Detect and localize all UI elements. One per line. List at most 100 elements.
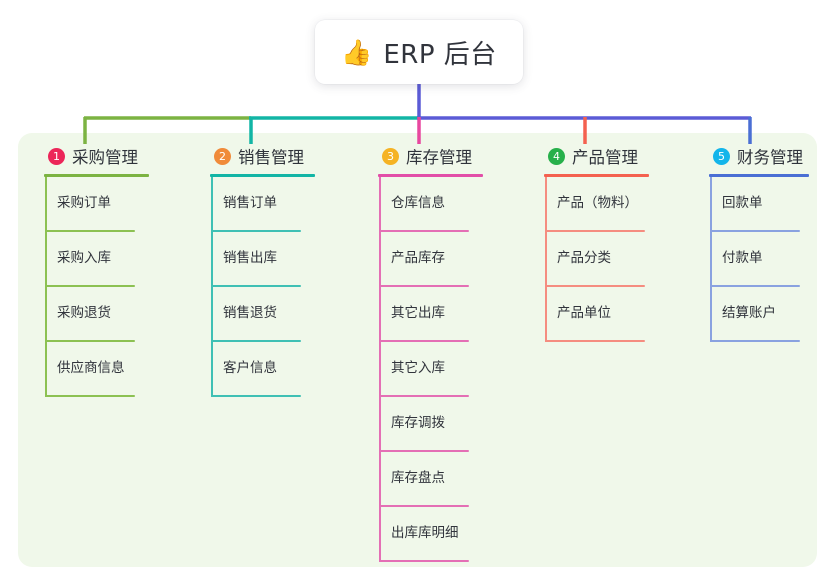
leaf-spine xyxy=(211,342,213,397)
leaf-item[interactable]: 仓库信息 xyxy=(379,177,483,232)
leaf-spine xyxy=(211,177,213,232)
leaf-label: 库存盘点 xyxy=(391,470,445,486)
leaf-item[interactable]: 产品单位 xyxy=(545,287,649,342)
column-title-4: 产品管理 xyxy=(572,148,638,167)
leaf-rule xyxy=(379,395,469,397)
leaf-spine xyxy=(211,232,213,287)
column-badge-1: 1 xyxy=(48,147,65,165)
leaf-rule xyxy=(45,340,135,342)
leaf-rule xyxy=(379,560,469,562)
leaf-rule xyxy=(379,505,469,507)
leaf-label: 供应商信息 xyxy=(57,360,125,376)
root-title: ERP 后台 xyxy=(383,39,497,70)
leaf-label: 其它入库 xyxy=(391,360,445,376)
column-header-5[interactable]: 5 财务管理 xyxy=(705,144,809,168)
leaf-item[interactable]: 回款单 xyxy=(710,177,809,232)
diagram-panel xyxy=(18,133,817,567)
leaf-spine xyxy=(379,452,381,507)
leaf-item[interactable]: 产品分类 xyxy=(545,232,649,287)
column-items-2: 销售订单销售出库销售退货客户信息 xyxy=(211,177,315,397)
leaf-item[interactable]: 供应商信息 xyxy=(45,342,149,397)
column-header-4[interactable]: 4 产品管理 xyxy=(540,144,649,168)
leaf-spine xyxy=(545,287,547,342)
column-badge-4: 4 xyxy=(548,147,565,165)
leaf-rule xyxy=(45,230,135,232)
leaf-rule xyxy=(379,340,469,342)
column-items-4: 产品（物料） 产品分类产品单位 xyxy=(545,177,649,342)
leaf-label: 其它出库 xyxy=(391,305,445,321)
column-title-1: 采购管理 xyxy=(72,148,138,167)
leaf-item[interactable]: 采购入库 xyxy=(45,232,149,287)
column-rule-3 xyxy=(378,174,483,177)
column-title-5: 财务管理 xyxy=(737,148,803,167)
column-header-1[interactable]: 1 采购管理 xyxy=(40,144,149,168)
column-3: 3 库存管理仓库信息产品库存其它出库其它入库库存调拨库存盘点出库库明细 xyxy=(374,144,483,562)
leaf-rule xyxy=(710,230,800,232)
column-items-5: 回款单付款单结算账户 xyxy=(710,177,809,342)
leaf-item[interactable]: 结算账户 xyxy=(710,287,809,342)
leaf-rule xyxy=(211,285,301,287)
leaf-rule xyxy=(710,340,800,342)
leaf-label: 产品单位 xyxy=(557,305,611,321)
leaf-rule xyxy=(545,285,645,287)
leaf-rule xyxy=(545,340,645,342)
column-items-3: 仓库信息产品库存其它出库其它入库库存调拨库存盘点出库库明细 xyxy=(379,177,483,562)
leaf-spine xyxy=(45,287,47,342)
leaf-item[interactable]: 产品（物料） xyxy=(545,177,649,232)
leaf-label: 销售退货 xyxy=(223,305,277,321)
column-title-3: 库存管理 xyxy=(406,148,472,167)
leaf-item[interactable]: 采购退货 xyxy=(45,287,149,342)
leaf-rule xyxy=(211,395,301,397)
leaf-rule xyxy=(211,230,301,232)
leaf-label: 付款单 xyxy=(722,250,763,266)
leaf-label: 采购入库 xyxy=(57,250,111,266)
column-header-2[interactable]: 2 销售管理 xyxy=(206,144,315,168)
column-items-1: 采购订单采购入库采购退货供应商信息 xyxy=(45,177,149,397)
leaf-spine xyxy=(45,232,47,287)
column-5: 5 财务管理回款单付款单结算账户 xyxy=(705,144,809,342)
leaf-spine xyxy=(545,232,547,287)
column-1: 1 采购管理采购订单采购入库采购退货供应商信息 xyxy=(40,144,149,397)
leaf-rule xyxy=(379,285,469,287)
leaf-label: 产品分类 xyxy=(557,250,611,266)
leaf-label: 库存调拨 xyxy=(391,415,445,431)
leaf-rule xyxy=(710,285,800,287)
leaf-label: 结算账户 xyxy=(722,305,776,321)
leaf-label: 销售订单 xyxy=(223,195,277,211)
column-badge-3: 3 xyxy=(382,147,399,165)
leaf-item[interactable]: 付款单 xyxy=(710,232,809,287)
leaf-item[interactable]: 出库库明细 xyxy=(379,507,483,562)
column-title-2: 销售管理 xyxy=(238,148,304,167)
column-badge-2: 2 xyxy=(214,147,231,165)
leaf-item[interactable]: 销售退货 xyxy=(211,287,315,342)
root-node[interactable]: 👍 ERP 后台 xyxy=(315,20,523,84)
leaf-item[interactable]: 库存调拨 xyxy=(379,397,483,452)
leaf-spine xyxy=(379,232,381,287)
leaf-item[interactable]: 客户信息 xyxy=(211,342,315,397)
leaf-item[interactable]: 采购订单 xyxy=(45,177,149,232)
leaf-spine xyxy=(45,177,47,232)
leaf-item[interactable]: 销售订单 xyxy=(211,177,315,232)
leaf-label: 采购订单 xyxy=(57,195,111,211)
leaf-rule xyxy=(545,230,645,232)
leaf-spine xyxy=(379,177,381,232)
leaf-label: 采购退货 xyxy=(57,305,111,321)
column-4: 4 产品管理产品（物料） 产品分类产品单位 xyxy=(540,144,649,342)
column-badge-5: 5 xyxy=(713,147,730,165)
leaf-spine xyxy=(710,287,712,342)
column-header-3[interactable]: 3 库存管理 xyxy=(374,144,483,168)
column-rule-1 xyxy=(44,174,149,177)
leaf-spine xyxy=(545,177,547,232)
leaf-item[interactable]: 库存盘点 xyxy=(379,452,483,507)
leaf-spine xyxy=(710,232,712,287)
leaf-spine xyxy=(379,342,381,397)
leaf-label: 产品（物料） xyxy=(557,195,638,211)
leaf-item[interactable]: 销售出库 xyxy=(211,232,315,287)
leaf-item[interactable]: 其它入库 xyxy=(379,342,483,397)
leaf-label: 客户信息 xyxy=(223,360,277,376)
root-node-content: 👍 ERP 后台 xyxy=(341,34,497,71)
column-rule-2 xyxy=(210,174,315,177)
leaf-item[interactable]: 产品库存 xyxy=(379,232,483,287)
leaf-item[interactable]: 其它出库 xyxy=(379,287,483,342)
